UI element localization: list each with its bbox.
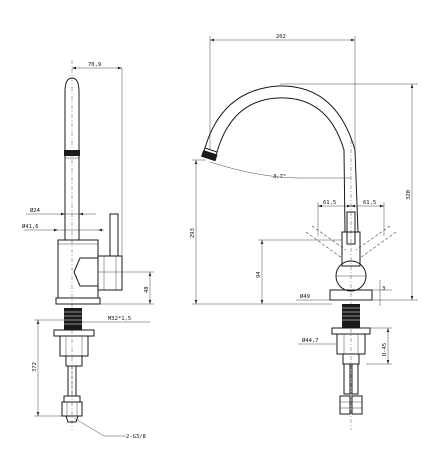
dim-height-48: 48 — [144, 286, 150, 293]
front-body — [341, 231, 361, 267]
side-mount-nut — [59, 335, 89, 357]
side-spout-body — [64, 77, 80, 241]
dim-height-94: 94 — [256, 271, 262, 278]
side-thread-shank — [64, 308, 82, 330]
front-lever — [346, 211, 356, 245]
front-mount-nut-lower — [342, 353, 360, 365]
dim-depth-45: D-45 — [382, 343, 388, 356]
dim-lever-left: 61,5 — [323, 200, 336, 206]
front-spout-inner — [216, 97, 346, 233]
dim-angle: 3,7° — [273, 174, 286, 180]
side-lever-joint — [73, 257, 99, 287]
side-mount-nut-lower — [65, 355, 83, 367]
dim-side-top-width: 70,9 — [88, 62, 101, 68]
dim-diameter-44-7: Ø44,7 — [302, 337, 319, 344]
dim-spout-reach: 202 — [276, 34, 286, 40]
dim-lever-right: 61,5 — [363, 200, 376, 206]
dim-diameter-41-6: Ø41,6 — [22, 223, 39, 230]
dim-total-height: 320 — [406, 190, 412, 200]
front-spout-outer — [204, 85, 359, 233]
dim-thread-m32: M32*1,5 — [108, 316, 131, 322]
dim-base-3: 3 — [382, 286, 385, 292]
dim-height-293: 293 — [190, 228, 196, 238]
dim-hose-thread: 2-G3/8 — [126, 434, 146, 440]
side-lever-cap — [97, 255, 123, 291]
side-lever-handle — [109, 213, 119, 257]
side-mount-washer — [53, 329, 95, 337]
side-hose-fitting — [65, 415, 79, 423]
dim-diameter-49: Ø49 — [300, 293, 310, 300]
dim-length-372: 372 — [32, 362, 38, 372]
front-spout-band — [201, 149, 218, 162]
dim-diameter-24: Ø24 — [30, 207, 41, 214]
front-hose-left — [343, 363, 351, 395]
front-hose-nut-left — [339, 395, 351, 415]
side-view: 70,9 Ø24 Ø41,6 48 M32*1,5 372 2-G3/8 — [22, 60, 154, 440]
front-view: 202 320 293 3,7° 61,5 61,5 94 Ø49 3 Ø44,… — [190, 34, 418, 430]
side-thread-hatch — [64, 311, 82, 325]
side-base-plate — [55, 297, 101, 305]
side-lower-body — [57, 239, 99, 299]
front-hose-right — [351, 363, 359, 395]
front-hose-nut-right — [351, 395, 363, 415]
